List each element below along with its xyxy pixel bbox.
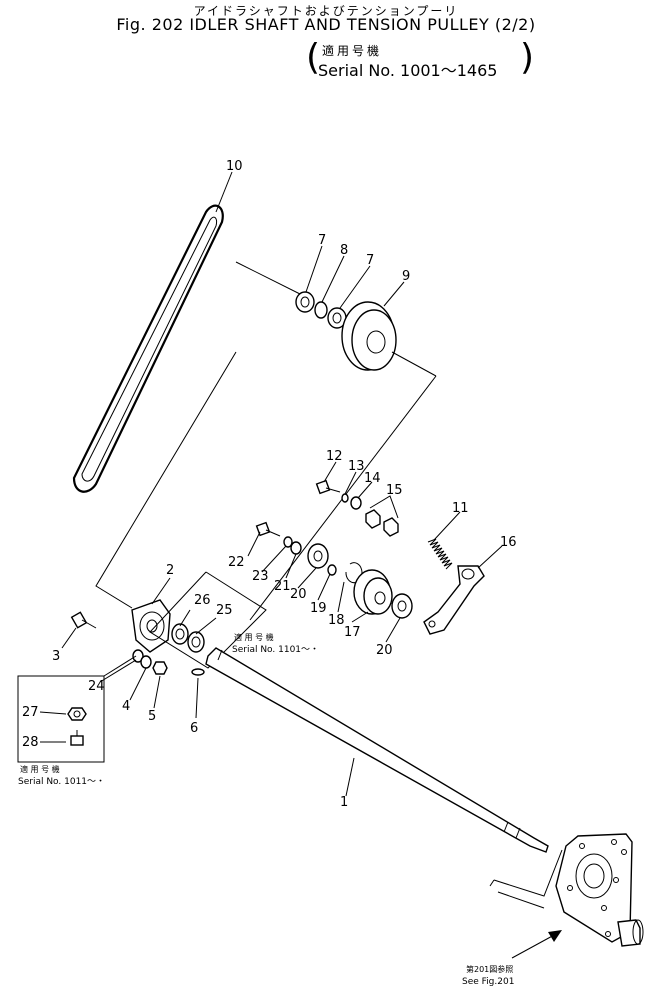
callout-19: 19 <box>310 601 327 616</box>
title-japanese: アイドラシャフトおよびテンションプーリ <box>193 4 459 18</box>
bearing-part-7a[interactable] <box>295 291 315 313</box>
reference-japanese: 第201図参照 <box>466 964 513 974</box>
frame-plate-reference[interactable] <box>489 833 644 947</box>
bearing-part-26[interactable] <box>171 623 189 645</box>
spacer-part-21[interactable] <box>290 541 302 555</box>
leader-box-1011 <box>103 655 137 677</box>
washer-part-13[interactable] <box>341 493 349 503</box>
callout-16: 16 <box>500 535 517 550</box>
callout-5: 5 <box>148 709 156 724</box>
callout-22: 22 <box>228 555 245 570</box>
callout-7a: 7 <box>318 233 326 248</box>
callout-14: 14 <box>364 471 381 486</box>
callout-28: 28 <box>22 735 39 750</box>
bearing-part-20b[interactable] <box>391 593 413 619</box>
tension-pulley-part-17[interactable] <box>353 569 393 615</box>
reference-figure: See Fig.201 <box>462 977 514 987</box>
callout-23: 23 <box>252 569 269 584</box>
washer-part-24[interactable] <box>132 649 144 663</box>
callout-8: 8 <box>340 243 348 258</box>
callout-3: 3 <box>52 649 60 664</box>
washer-part-23[interactable] <box>283 536 293 548</box>
washer-part-4[interactable] <box>140 655 152 669</box>
note-1101-serial: Serial No. 1101～・ <box>232 645 319 655</box>
washer-part-19[interactable] <box>327 564 337 576</box>
tension-arm-part-16[interactable] <box>423 565 485 635</box>
bearing-part-20a[interactable] <box>307 543 329 569</box>
pulley-part-9[interactable] <box>341 301 397 371</box>
nut-part-5[interactable] <box>152 661 168 675</box>
callout-26: 26 <box>194 593 211 608</box>
applicability-japanese: 適用号機 <box>322 44 383 58</box>
applicability-box-1101 <box>149 571 267 669</box>
v-belt-part-10[interactable] <box>72 204 224 493</box>
bolt-part-28[interactable] <box>70 730 84 746</box>
bracket-left: ( <box>306 37 321 78</box>
nut-part-27[interactable] <box>67 707 87 721</box>
page-title: Fig. 202 IDLER SHAFT AND TENSION PULLEY … <box>116 15 536 34</box>
bolt-part-12[interactable] <box>315 479 341 495</box>
leader-pulley-right <box>391 351 437 377</box>
leader-upper-axis <box>235 261 301 295</box>
note-1011-japanese: 適 用 号 機 <box>20 764 60 774</box>
callout-11: 11 <box>452 501 469 516</box>
callout-18: 18 <box>328 613 345 628</box>
reference-arrow <box>511 930 562 959</box>
callout-25: 25 <box>216 603 233 618</box>
pin-part-6[interactable] <box>191 668 205 676</box>
idler-shaft-part-1[interactable] <box>205 647 549 853</box>
callout-9: 9 <box>402 269 410 284</box>
callout-13: 13 <box>348 459 365 474</box>
bolt-part-22[interactable] <box>255 521 281 537</box>
callout-2: 2 <box>166 563 174 578</box>
collar-part-15[interactable] <box>365 509 399 537</box>
bracket-part-2[interactable] <box>131 599 171 653</box>
note-1101-japanese: 適 用 号 機 <box>234 632 274 642</box>
callout-15: 15 <box>386 483 403 498</box>
applicability-box-1011 <box>17 675 105 763</box>
callout-12: 12 <box>326 449 343 464</box>
note-1011-serial: Serial No. 1011～・ <box>18 777 105 787</box>
callout-27: 27 <box>22 705 39 720</box>
spacer-part-8[interactable] <box>314 301 328 319</box>
callout-6: 6 <box>190 721 198 736</box>
callout-17: 17 <box>344 625 361 640</box>
callout-leaders <box>39 171 503 797</box>
callout-10: 10 <box>226 159 243 174</box>
bearing-part-25[interactable] <box>187 631 205 653</box>
callout-1: 1 <box>340 795 348 810</box>
callout-24: 24 <box>88 679 105 694</box>
callout-20b: 20 <box>376 643 393 658</box>
callout-7b: 7 <box>366 253 374 268</box>
bracket-right: ) <box>520 37 535 78</box>
bolt-part-3[interactable] <box>70 611 97 629</box>
applicability-serial: Serial No. 1001～1465 <box>318 61 498 80</box>
callout-21: 21 <box>274 579 291 594</box>
callout-20a: 20 <box>290 587 307 602</box>
spring-part-11[interactable] <box>427 538 453 570</box>
callout-4: 4 <box>122 699 130 714</box>
leader-bracket-left <box>95 351 237 609</box>
washer-part-14[interactable] <box>350 496 362 510</box>
